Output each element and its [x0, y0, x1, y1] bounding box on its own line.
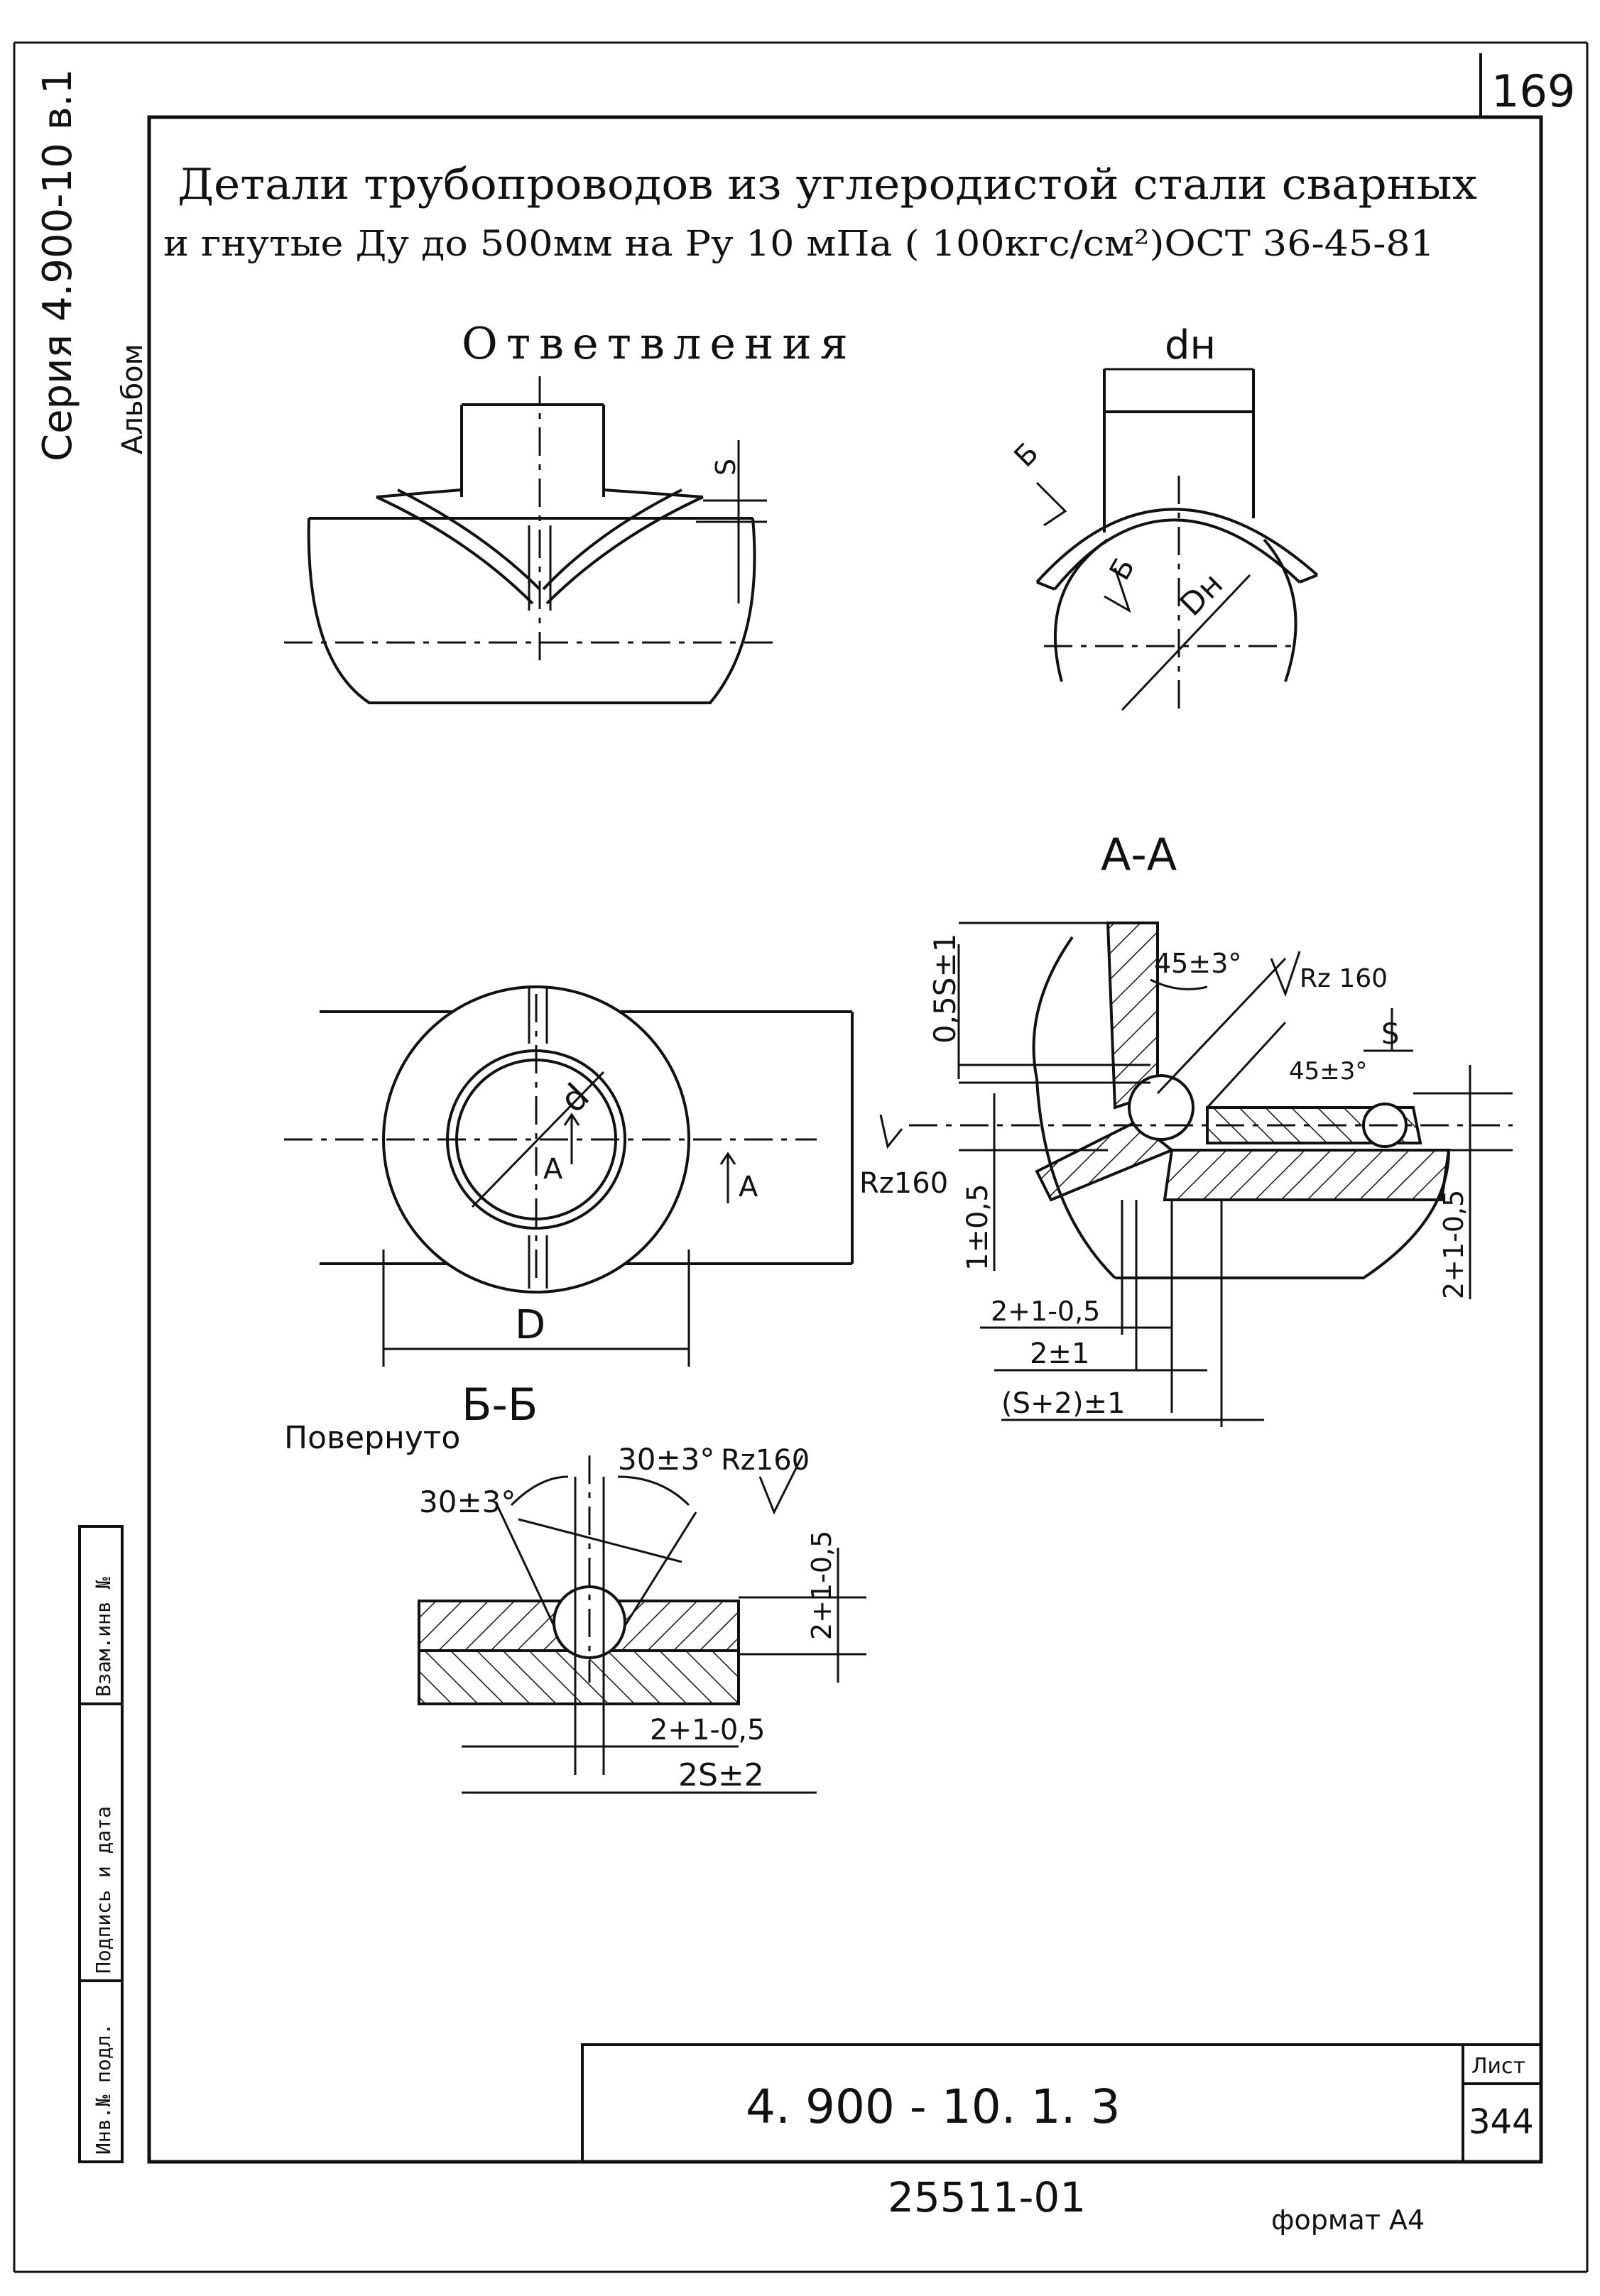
section-branches-title: Ответвления: [462, 317, 856, 369]
section-aa-view: [879, 922, 1513, 1427]
dim-1-05: 1±0,5: [962, 1183, 994, 1271]
dim-s-right: S: [1381, 1018, 1399, 1051]
branch-side-view: [284, 376, 774, 704]
sheet-label: Лист: [1471, 2054, 1525, 2079]
b-mark-inner: Б: [1104, 552, 1142, 586]
section-bb-title: Б-Б: [462, 1379, 538, 1431]
b-mark-top: Б: [1008, 437, 1045, 474]
dim-45-right: 45±3°: [1289, 1057, 1367, 1086]
rotated-label: Повернуто: [284, 1420, 460, 1456]
section-aa-title: А-А: [1101, 829, 1177, 880]
strip-vzam-inv: Взам.инв №: [92, 1577, 115, 1697]
dim-rz160-top: Rz 160: [1300, 964, 1388, 993]
dim-2-05-bb-vert: 2+1-0,5: [806, 1531, 837, 1640]
d-big-label: D: [515, 1302, 545, 1348]
branch-plan-view: [284, 985, 854, 1367]
footer-number: 25511-01: [888, 2173, 1086, 2221]
sheet-number: 344: [1469, 2102, 1534, 2142]
s-dim-label: S: [710, 459, 741, 476]
dn-big-label: Dн: [1173, 566, 1230, 623]
dim-2pm1: 2±1: [1030, 1338, 1089, 1370]
dim-30-left: 30±3°: [419, 1485, 516, 1519]
a-mark-outer: А: [739, 1171, 758, 1203]
dim-2-05-bb: 2+1-0,5: [650, 1714, 765, 1746]
section-bb-view: [418, 1455, 866, 1794]
left-signature-strip: [78, 1525, 124, 2163]
dim-2-05-right: 2+1-0,5: [1438, 1190, 1469, 1299]
strip-signature-date: Подпись и дата: [92, 1806, 115, 1974]
title-block: [581, 2043, 1542, 2163]
drawing-code: 4. 900 - 10. 1. 3: [746, 2079, 1121, 2134]
album-label: Альбом: [116, 344, 149, 454]
format-label: формат А4: [1271, 2204, 1425, 2236]
dim-2s-2: 2S±2: [678, 1757, 764, 1793]
branch-front-view: [1035, 368, 1319, 717]
title-line-2: и гнутые Ду до 500мм на Ру 10 мПа ( 100к…: [163, 223, 1435, 264]
dim-2-05-a: 2+1-0,5: [991, 1296, 1100, 1327]
dim-rz160-bb: Rz160: [721, 1444, 810, 1477]
dn-small-label: dн: [1165, 322, 1216, 368]
a-mark-inner: А: [543, 1153, 563, 1186]
dim-rz160-left: Rz160: [859, 1167, 948, 1200]
page-number: 169: [1491, 65, 1575, 117]
strip-inv-podl: Инв.№ подл.: [92, 2023, 115, 2155]
series-label: Серия 4.900-10 в.1: [35, 69, 81, 461]
dim-45-top: 45±3°: [1154, 948, 1241, 979]
title-line-1: Детали трубопроводов из углеродистой ста…: [178, 160, 1477, 209]
dim-30-top: 30±3°: [618, 1442, 714, 1477]
dim-05s: 0,5S±1: [927, 934, 962, 1044]
dim-s-plus-2: (S+2)±1: [1001, 1387, 1126, 1420]
